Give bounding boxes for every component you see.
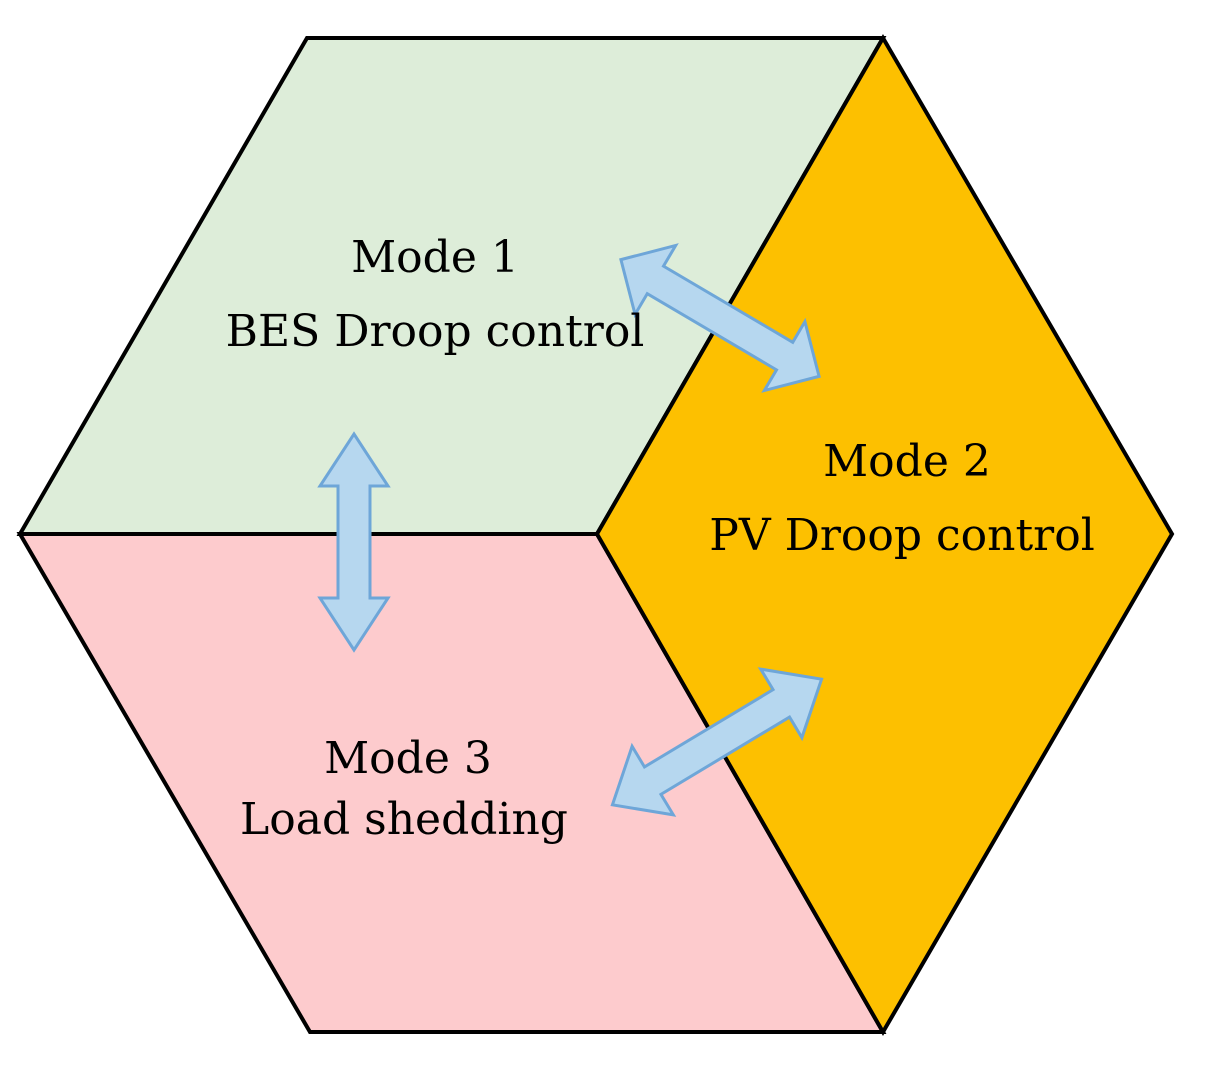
mode3-title: Mode 3 xyxy=(324,733,492,784)
mode2-title: Mode 2 xyxy=(823,436,991,487)
arrow-mode1-mode2 xyxy=(619,243,821,393)
arrow-mode1-mode3 xyxy=(317,431,391,653)
mode2-subtitle: PV Droop control xyxy=(709,510,1095,561)
mode1-title: Mode 1 xyxy=(351,232,519,283)
arrow-mode2-mode3 xyxy=(610,667,824,817)
mode3-subtitle: Load shedding xyxy=(240,794,568,845)
mode2-region xyxy=(594,34,1175,1037)
mode1-subtitle: BES Droop control xyxy=(226,306,645,357)
